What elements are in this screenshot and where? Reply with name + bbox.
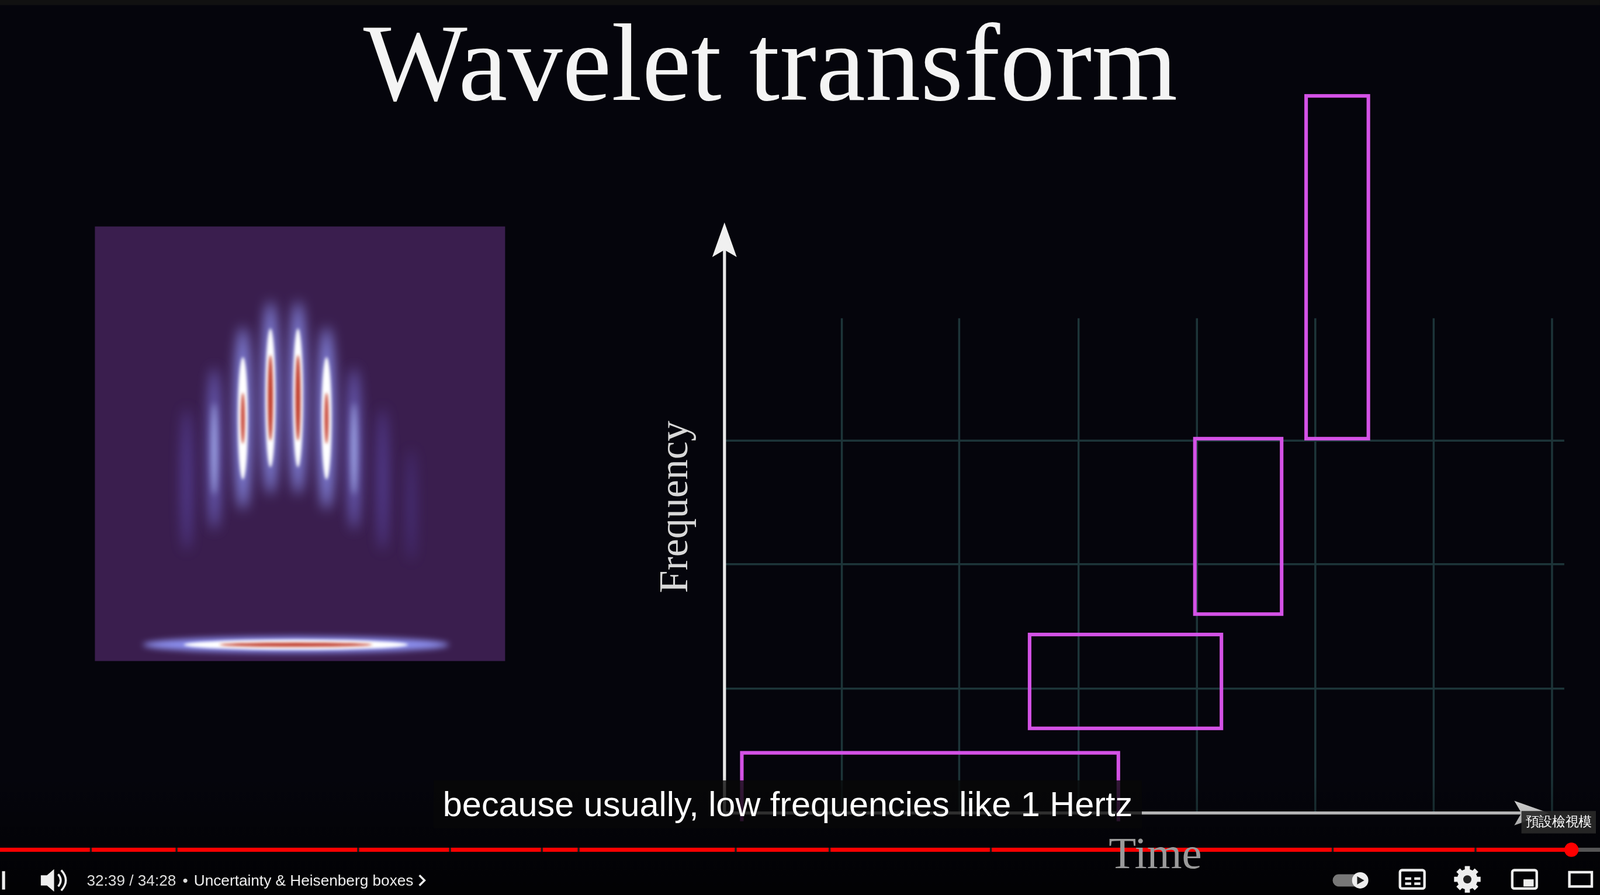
player-controls bbox=[1, 866, 1592, 893]
subtitle-caption: because usually, low frequencies like 1 … bbox=[433, 780, 1142, 829]
axis-label: Frequency bbox=[649, 420, 697, 594]
wavelet-blobs bbox=[142, 300, 449, 653]
progress-bar bbox=[0, 842, 1600, 857]
scalogram bbox=[94, 226, 505, 662]
tooltip: 預設檢視模 bbox=[1521, 811, 1596, 834]
chapter-title: Uncertainty & Heisenberg boxes bbox=[194, 870, 414, 891]
grid bbox=[724, 318, 1565, 814]
separator-dot: • bbox=[182, 870, 189, 891]
video-time: 32:39 / 34:28 bbox=[86, 870, 176, 891]
axes bbox=[712, 222, 1550, 826]
heisenberg-boxes bbox=[741, 95, 1369, 822]
axis-label: Time bbox=[1108, 828, 1202, 880]
slide-title: Wavelet transform bbox=[363, 1, 1178, 125]
